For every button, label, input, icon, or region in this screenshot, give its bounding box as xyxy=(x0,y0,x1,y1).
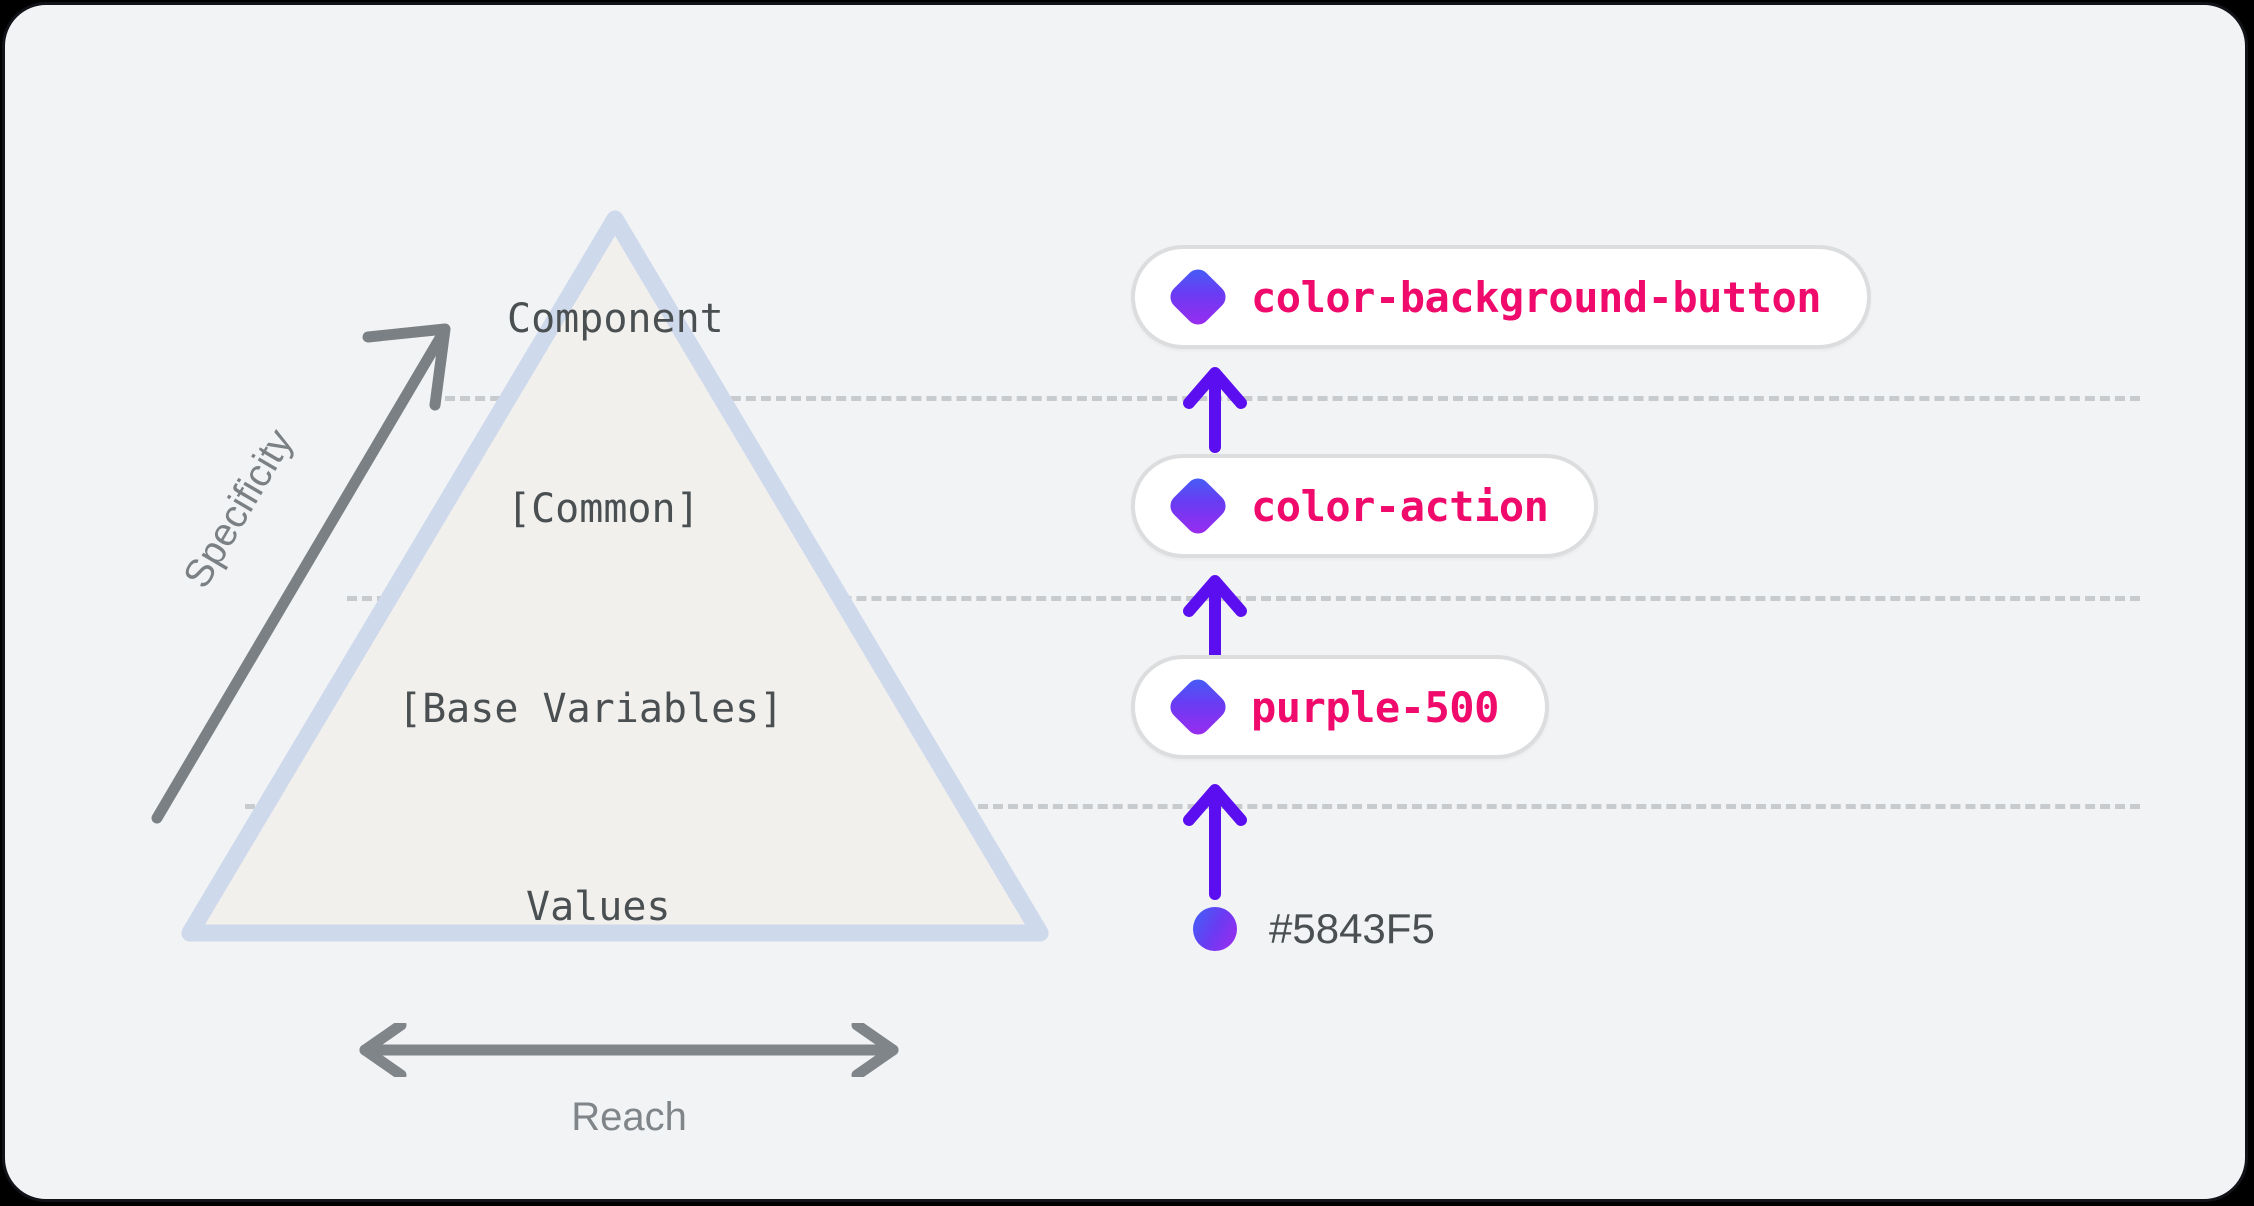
reach-axis-arrow-icon xyxy=(359,1023,899,1077)
diamond-swatch-icon xyxy=(1165,264,1231,330)
arrow-common-to-component-icon xyxy=(1183,367,1247,453)
arrow-base-to-common-icon xyxy=(1183,575,1247,661)
diamond-swatch-icon xyxy=(1165,473,1231,539)
tier-label-values: Values xyxy=(526,884,671,930)
token-label-component: color-background-button xyxy=(1251,272,1822,322)
tier-label-component: Component xyxy=(507,296,724,342)
diamond-swatch-icon xyxy=(1165,674,1231,740)
tier-label-base-variables: [Base Variables] xyxy=(398,686,784,732)
divider-common-base xyxy=(347,596,2140,601)
token-pill-component[interactable]: color-background-button xyxy=(1131,245,1872,349)
reach-axis-label: Reach xyxy=(571,1095,687,1139)
token-pill-common[interactable]: color-action xyxy=(1131,454,1599,558)
raw-value-row: #5843F5 xyxy=(1193,905,1435,953)
raw-value-label: #5843F5 xyxy=(1269,905,1435,952)
arrow-values-to-base-icon xyxy=(1183,784,1247,900)
tier-label-common: [Common] xyxy=(507,486,700,532)
circle-swatch-icon xyxy=(1193,907,1237,951)
token-label-common: color-action xyxy=(1251,481,1549,531)
token-pill-base-variables[interactable]: purple-500 xyxy=(1131,655,1549,759)
divider-component-common xyxy=(445,396,2140,401)
token-label-base-variables: purple-500 xyxy=(1251,682,1499,732)
divider-base-values xyxy=(245,804,2140,809)
